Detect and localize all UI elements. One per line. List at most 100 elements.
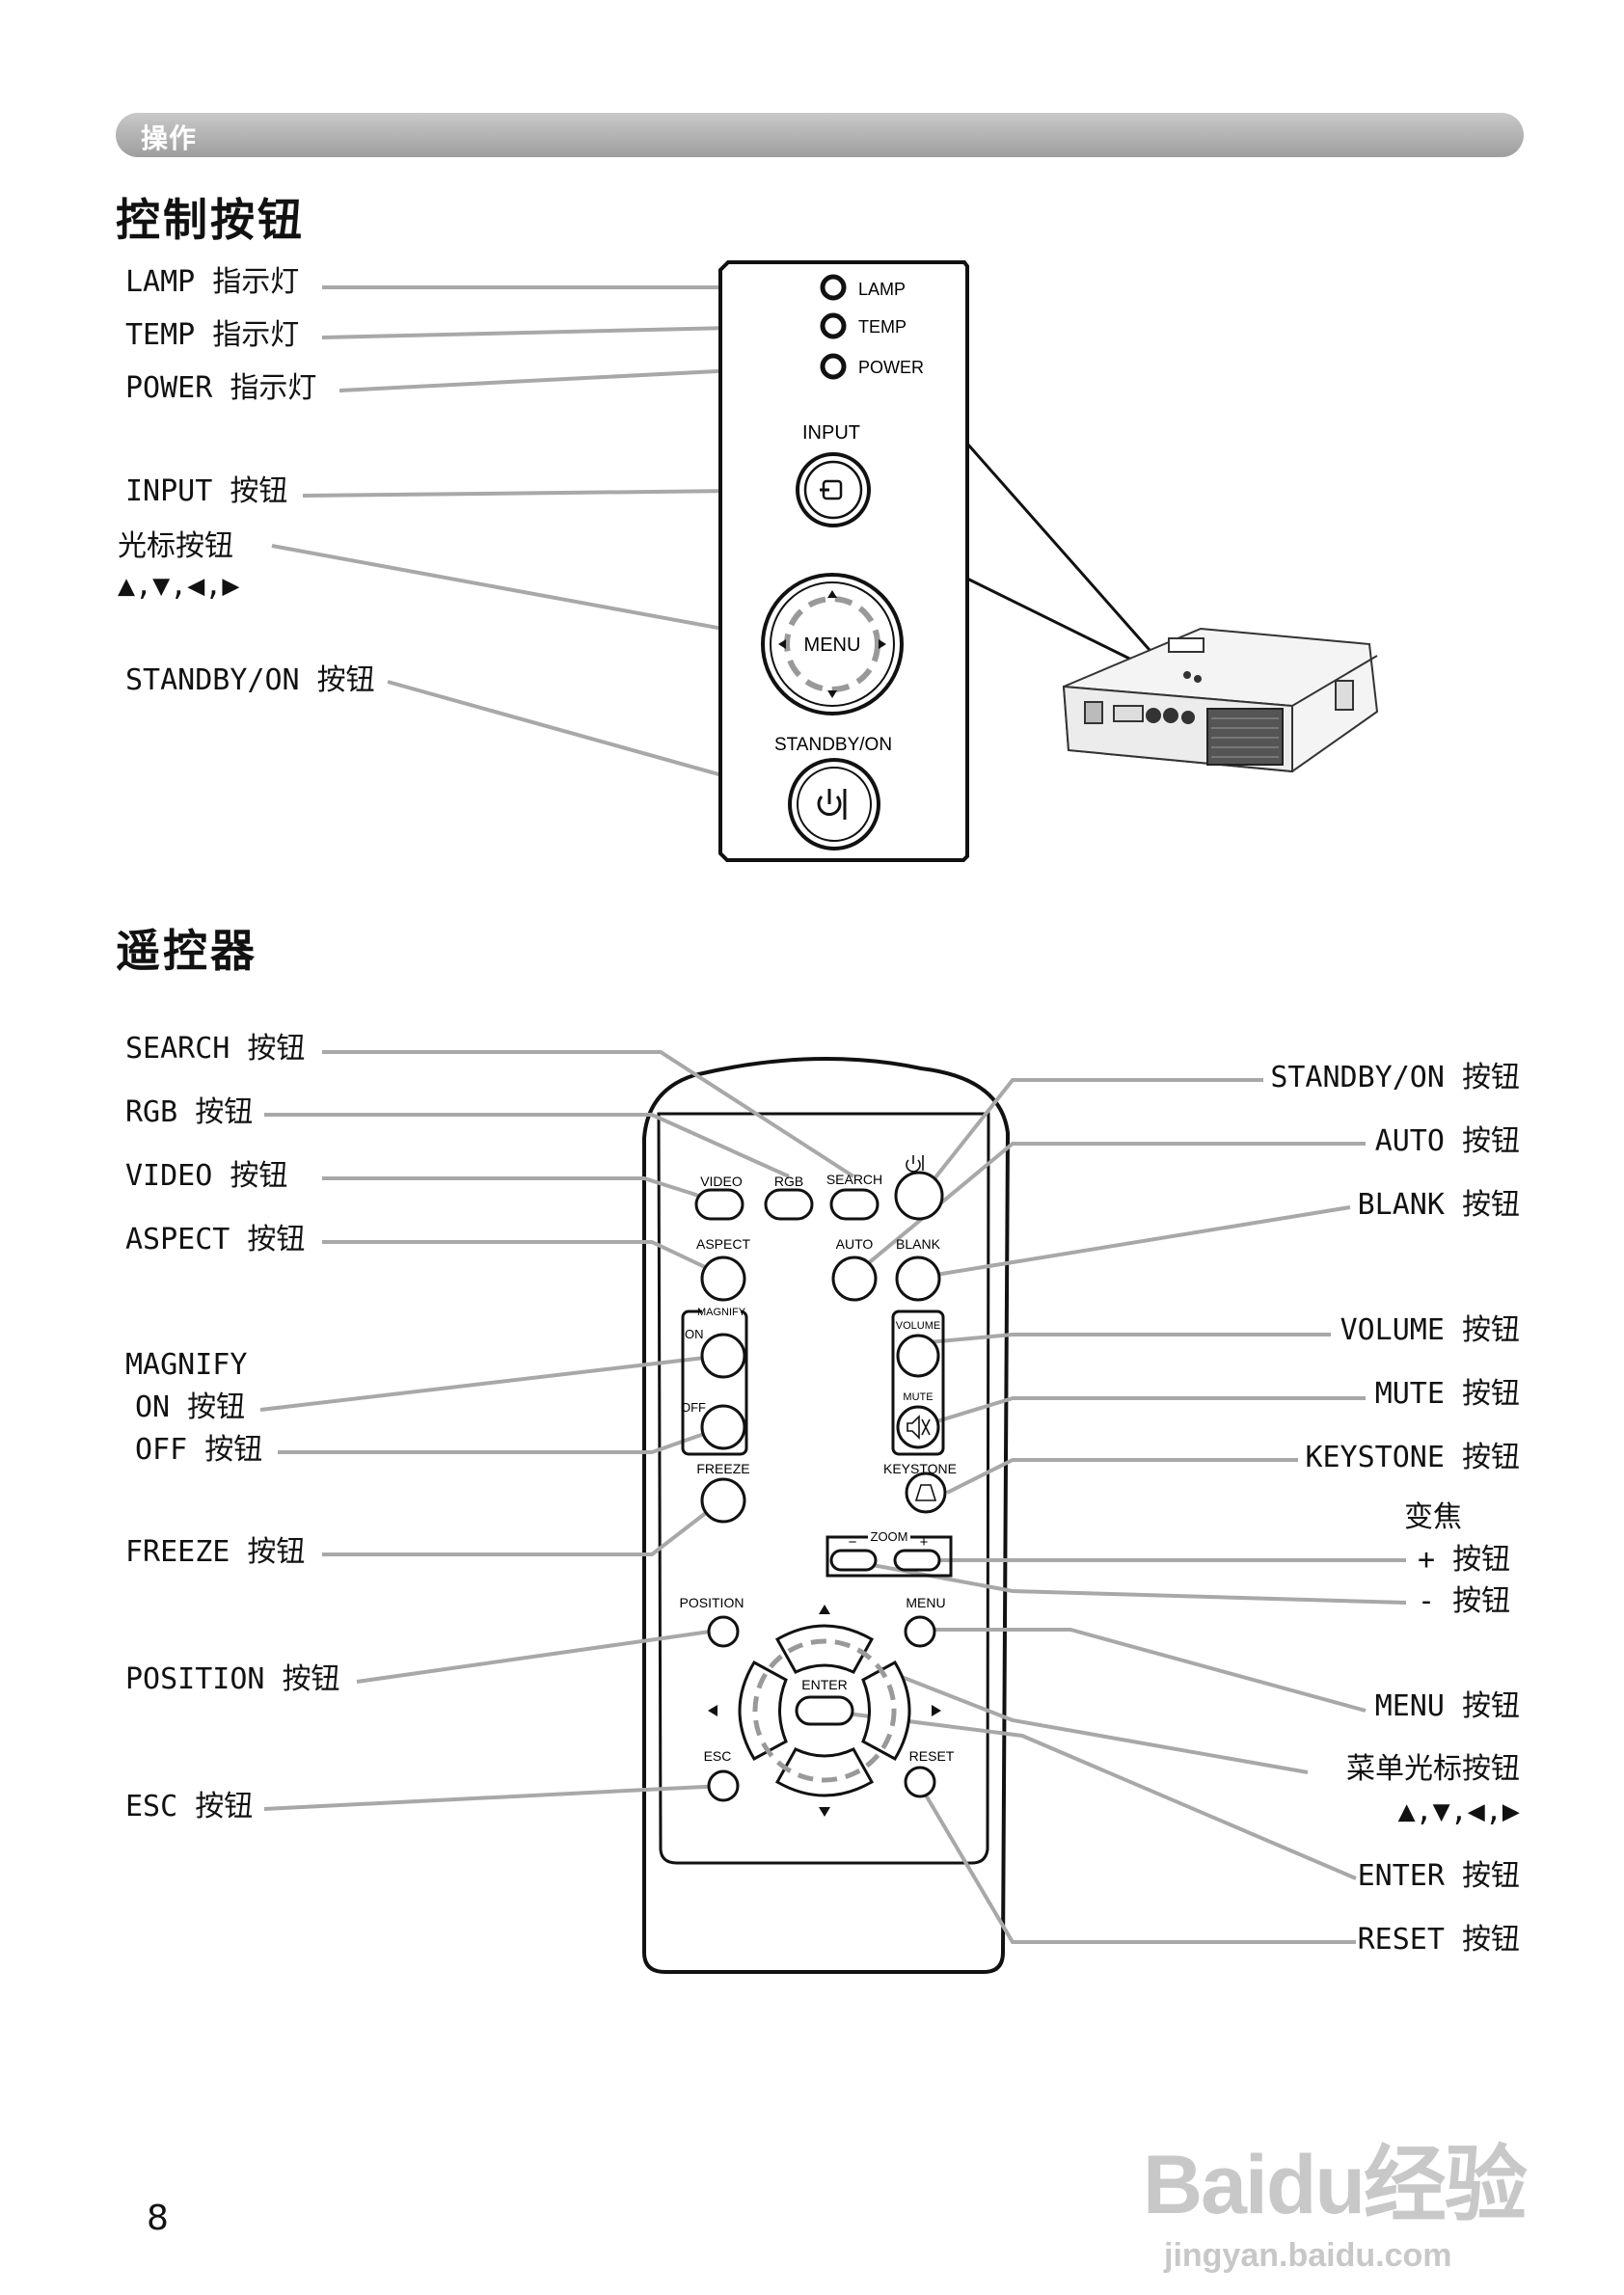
label-reset-button: RESET 按钮 [1357, 1923, 1520, 1957]
label-magnify-off-button: OFF 按钮 [135, 1433, 263, 1467]
aspect-button[interactable] [700, 1256, 746, 1302]
label-lamp-indicator: LAMP 指示灯 [125, 265, 300, 299]
remote-position-text: POSITION [680, 1595, 744, 1610]
label-standby-button: STANDBY/ON 按钮 [125, 663, 375, 697]
projector-illustration [1062, 627, 1379, 773]
keystone-icon [914, 1484, 937, 1501]
label-menu-cursor-arrows: ▲,▼,◀,▶ [1397, 1795, 1520, 1828]
label-remote-standby-button: STANDBY/ON 按钮 [1270, 1061, 1520, 1094]
control-panel-diagram: LAMP TEMP POWER INPUT MENU STANDBY/ON [271, 260, 1379, 862]
label-input-button: INPUT 按钮 [125, 474, 288, 508]
label-zoom-plus-button: + 按钮 [1418, 1543, 1511, 1577]
reset-button[interactable] [904, 1766, 936, 1798]
label-magnify: MAGNIFY [125, 1348, 248, 1382]
remote-reset-text: RESET [909, 1748, 955, 1764]
label-enter-button: ENTER 按钮 [1357, 1859, 1520, 1893]
remote-off-text: OFF [681, 1400, 706, 1415]
remote-auto-text: AUTO [836, 1236, 874, 1252]
remote-control-title: 遥控器 [116, 925, 257, 977]
panel-menu-text: MENU [804, 634, 861, 656]
remote-minus-text: − [849, 1534, 857, 1551]
volume-button[interactable] [896, 1334, 940, 1378]
remote-enter-text: ENTER [801, 1677, 847, 1692]
panel-input-text: INPUT [802, 422, 860, 444]
panel-menu-cursor-ring[interactable] [761, 573, 904, 716]
zoom-plus-button[interactable] [893, 1549, 941, 1572]
control-buttons-title: 控制按钮 [116, 194, 305, 246]
blank-button[interactable] [895, 1256, 941, 1302]
panel-temp-text: TEMP [858, 317, 907, 337]
label-menu-button: MENU 按钮 [1374, 1689, 1520, 1723]
mute-icon [907, 1415, 931, 1440]
lamp-led [820, 274, 847, 301]
remote-keystone-text: KEYSTONE [883, 1461, 957, 1476]
watermark-url: jingyan.baidu.com [1164, 2237, 1452, 2274]
panel-standby-text: STANDBY/ON [774, 735, 892, 755]
mute-button[interactable] [896, 1405, 940, 1449]
panel-standby-button[interactable] [788, 758, 880, 850]
label-auto-button: AUTO 按钮 [1374, 1124, 1520, 1158]
label-cursor-buttons: 光标按钮 [118, 529, 233, 563]
label-blank-button: BLANK 按钮 [1357, 1188, 1520, 1222]
label-esc-button: ESC 按钮 [125, 1790, 254, 1823]
watermark-brand: Baidu经验 [1143, 2139, 1528, 2231]
label-search-button: SEARCH 按钮 [125, 1032, 306, 1066]
label-cursor-arrows: ▲,▼,◀,▶ [118, 569, 240, 603]
remote-freeze-text: FREEZE [696, 1461, 749, 1476]
magnify-off-button[interactable] [700, 1404, 746, 1450]
page-number: 8 [147, 2199, 169, 2238]
auto-button[interactable] [831, 1256, 878, 1302]
remote-aspect-text: ASPECT [696, 1236, 750, 1252]
remote-esc-text: ESC [704, 1748, 732, 1764]
label-power-indicator: POWER 指示灯 [125, 371, 317, 405]
panel-input-button[interactable] [796, 452, 871, 527]
label-position-button: POSITION 按钮 [125, 1662, 340, 1696]
projector-panel [718, 260, 969, 862]
remote-search-text: SEARCH [826, 1172, 882, 1187]
label-zoom: 变焦 [1404, 1500, 1462, 1534]
label-menu-cursor-buttons: 菜单光标按钮 [1346, 1752, 1520, 1786]
section-header-text: 操作 [141, 122, 198, 154]
magnify-on-button[interactable] [700, 1333, 746, 1379]
remote-menu-text: MENU [906, 1595, 945, 1610]
section-header-bar: 操作 [116, 113, 1524, 157]
position-button[interactable] [707, 1615, 740, 1648]
label-zoom-minus-button: - 按钮 [1418, 1584, 1511, 1618]
label-rgb-button: RGB 按钮 [125, 1095, 254, 1129]
label-magnify-on-button: ON 按钮 [135, 1390, 246, 1424]
label-volume-button: VOLUME 按钮 [1340, 1313, 1520, 1347]
remote-on-text: ON [685, 1327, 704, 1341]
enter-button[interactable] [795, 1695, 854, 1726]
panel-lamp-text: LAMP [858, 280, 906, 299]
label-mute-button: MUTE 按钮 [1374, 1377, 1520, 1411]
label-keystone-button: KEYSTONE 按钮 [1305, 1441, 1520, 1474]
menu-cursor-pad[interactable] [708, 1605, 941, 1817]
panel-power-text: POWER [858, 358, 924, 377]
remote-blank-text: BLANK [896, 1236, 941, 1252]
keystone-button[interactable] [905, 1472, 947, 1514]
remote-menu-button[interactable] [904, 1615, 936, 1648]
remote-mute-text: MUTE [903, 1391, 933, 1403]
label-aspect-button: ASPECT 按钮 [125, 1223, 306, 1256]
label-freeze-button: FREEZE 按钮 [125, 1535, 306, 1569]
label-video-button: VIDEO 按钮 [125, 1159, 288, 1193]
remote-volume-text: VOLUME [896, 1320, 940, 1332]
rgb-button[interactable] [764, 1188, 814, 1221]
remote-face [657, 1112, 990, 1865]
esc-button[interactable] [707, 1769, 740, 1802]
remote-video-text: VIDEO [700, 1174, 743, 1189]
freeze-button[interactable] [700, 1477, 746, 1524]
remote-control-diagram: VIDEO RGB SEARCH ASPECT AUTO BLANK MAGNI… [259, 1050, 1407, 1974]
search-button[interactable] [829, 1188, 880, 1221]
remote-rgb-text: RGB [774, 1174, 803, 1189]
zoom-minus-button[interactable] [829, 1549, 878, 1572]
volume-group-frame [891, 1310, 945, 1456]
remote-standby-button[interactable] [894, 1155, 944, 1221]
remote-zoom-text: ZOOM [871, 1529, 908, 1544]
power-led [820, 353, 847, 380]
video-button[interactable] [694, 1188, 744, 1221]
temp-led [820, 312, 847, 339]
label-temp-indicator: TEMP 指示灯 [125, 318, 300, 352]
baidu-watermark: Baidu经验 jingyan.baidu.com [1143, 2117, 1528, 2275]
remote-magnify-text: MAGNIFY [697, 1307, 746, 1318]
